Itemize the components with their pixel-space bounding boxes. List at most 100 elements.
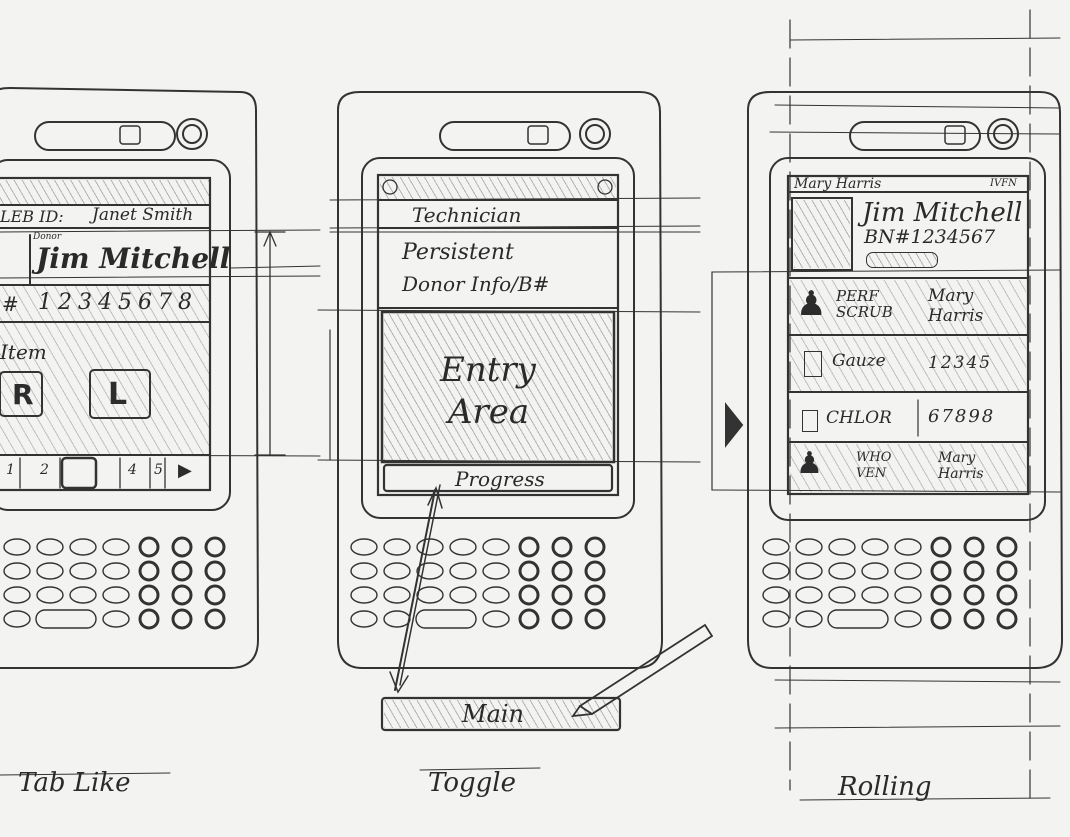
keyboard-key xyxy=(930,584,952,606)
toggle-entry-area xyxy=(384,314,612,460)
keyboard-key xyxy=(996,584,1018,606)
keyboard-key xyxy=(482,562,510,580)
rolling-row-3-right: 67898 xyxy=(928,406,996,427)
phone-tab-like xyxy=(0,86,321,669)
keyboard-key xyxy=(996,560,1018,582)
keyboard-key xyxy=(204,584,226,606)
keyboard-key xyxy=(963,584,985,606)
keyboard-key xyxy=(171,584,193,606)
rolling-row-1-right: Mary Harris xyxy=(928,286,984,326)
caption-tab-like: Tab Like xyxy=(18,768,131,798)
keyboard-key xyxy=(963,536,985,558)
toggle-persistent-1: Persistent xyxy=(402,240,514,265)
tab-like-r-button[interactable]: R xyxy=(12,378,34,411)
rolling-row-3-left: CHLOR xyxy=(826,408,892,428)
tab-like-l-button[interactable]: L xyxy=(108,377,128,412)
keyboard-key xyxy=(518,536,540,558)
keyboard-key xyxy=(449,538,477,556)
phone-toggle xyxy=(317,91,714,771)
keyboard-space-key xyxy=(35,609,97,629)
rolling-row-1[interactable]: ♟ PERF SCRUB Mary Harris xyxy=(790,280,1026,334)
bag-icon xyxy=(804,351,822,377)
toggle-progress-bar[interactable]: Progress xyxy=(455,467,545,491)
keyboard-key xyxy=(350,610,378,628)
toggle-main-button[interactable]: Main xyxy=(462,700,525,728)
rolling-donor-sub xyxy=(866,252,938,268)
keyboard-key xyxy=(963,608,985,630)
keyboard-key xyxy=(383,586,411,604)
keyboard-key xyxy=(762,538,790,556)
keyboard-key xyxy=(3,586,31,604)
keyboard-key xyxy=(828,586,856,604)
keyboard-key xyxy=(930,560,952,582)
keyboard-key xyxy=(762,586,790,604)
keyboard-key xyxy=(138,584,160,606)
keyboard-key xyxy=(861,586,889,604)
keyboard-key xyxy=(449,586,477,604)
tab-like-header-bar xyxy=(0,180,210,204)
keyboard-key xyxy=(828,538,856,556)
keyboard-key xyxy=(171,560,193,582)
keyboard-key xyxy=(482,610,510,628)
keyboard-space-key xyxy=(827,609,889,629)
keyboard-key xyxy=(930,608,952,630)
tab-like-donor-name: Jim Mitchell xyxy=(36,242,231,275)
rolling-header-right: IVFN xyxy=(990,178,1017,189)
tab-next-icon[interactable]: ▶ xyxy=(178,460,192,481)
keyboard-key xyxy=(350,586,378,604)
rolling-row-4[interactable]: ♟ WHO VEN Mary Harris xyxy=(790,444,1026,492)
tab-4[interactable]: 4 xyxy=(128,462,137,478)
person-icon: ♟ xyxy=(796,284,827,324)
keyboard-key xyxy=(102,586,130,604)
keyboard-key xyxy=(795,538,823,556)
rolling-row-1-bg xyxy=(790,280,1026,334)
keyboard-key xyxy=(482,538,510,556)
keyboard-key xyxy=(551,560,573,582)
keyboard-key xyxy=(416,586,444,604)
rolling-photo xyxy=(794,200,850,268)
tab-like-number-prefix: # xyxy=(2,292,19,316)
keyboard-key xyxy=(383,562,411,580)
tab-2[interactable]: 2 xyxy=(40,462,49,478)
tab-1[interactable]: 1 xyxy=(6,462,15,478)
rolling-row-2[interactable]: Gauze 12345 xyxy=(790,337,1026,391)
rolling-row-4-right: Mary Harris xyxy=(938,450,984,482)
rolling-row-3[interactable]: CHLOR 67898 xyxy=(790,394,1026,442)
keyboard-key xyxy=(416,538,444,556)
keyboard-key xyxy=(584,584,606,606)
keyboard-key xyxy=(36,538,64,556)
keyboard-key xyxy=(584,608,606,630)
keyboard-key xyxy=(3,538,31,556)
keyboard-key xyxy=(584,536,606,558)
keyboard-key xyxy=(204,608,226,630)
keyboard-key xyxy=(795,586,823,604)
keyboard-key xyxy=(551,536,573,558)
rolling-row-2-bg xyxy=(790,337,1026,391)
keyboard-key xyxy=(449,562,477,580)
tab-5[interactable]: 5 xyxy=(154,462,163,478)
keyboard-key xyxy=(795,562,823,580)
caption-rolling: Rolling xyxy=(838,772,932,802)
keyboard-key xyxy=(350,538,378,556)
toggle-technician: Technician xyxy=(412,203,522,227)
keyboard-key xyxy=(551,584,573,606)
keyboard-key xyxy=(102,538,130,556)
keyboard-key xyxy=(996,536,1018,558)
toggle-persistent-2: Donor Info/B# xyxy=(402,272,550,296)
keyboard-key xyxy=(138,608,160,630)
keyboard-key xyxy=(204,536,226,558)
keyboard-key xyxy=(861,562,889,580)
keyboard-key xyxy=(36,562,64,580)
keyboard-key xyxy=(138,536,160,558)
rolling-row-2-left: Gauze xyxy=(832,351,886,371)
keyboard-key xyxy=(584,560,606,582)
keyboard-key xyxy=(3,610,31,628)
keyboard-key xyxy=(551,608,573,630)
rolling-row-4-bg xyxy=(790,444,1026,492)
keyboard-key xyxy=(171,536,193,558)
keyboard-key xyxy=(36,586,64,604)
caption-toggle: Toggle xyxy=(428,768,516,798)
phone-rolling xyxy=(711,9,1064,801)
keyboard-key xyxy=(762,610,790,628)
